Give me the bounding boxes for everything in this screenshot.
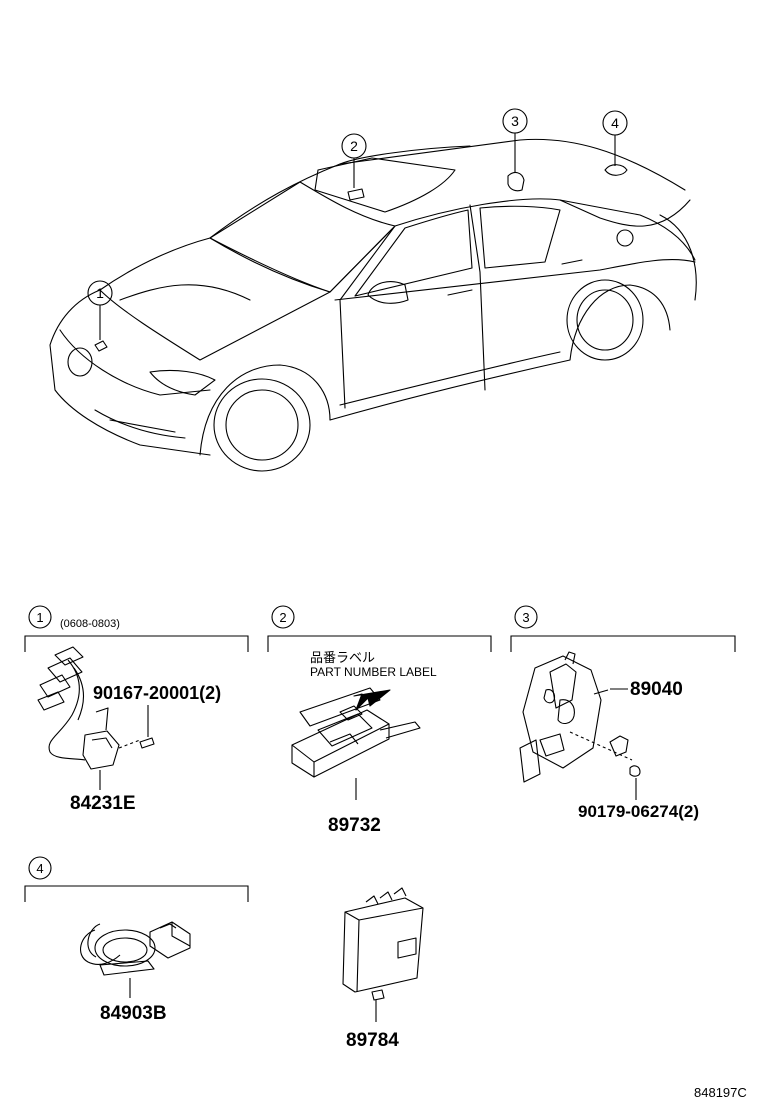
section-1-index: 1 xyxy=(36,610,43,625)
section-brackets xyxy=(24,605,736,902)
part-84231e-illustration xyxy=(37,646,155,790)
car-overview-illustration xyxy=(49,138,697,472)
part-number-84903b: 84903B xyxy=(100,1003,167,1024)
callout-2-label: 2 xyxy=(350,138,358,154)
part-number-89040: 89040 xyxy=(630,679,683,700)
callout-1-label: 1 xyxy=(96,285,104,301)
part-89784-illustration xyxy=(342,887,424,1022)
part-number-90167-20001: 90167-20001(2) xyxy=(93,683,222,703)
part-84903b-illustration xyxy=(79,921,191,998)
section-4-index: 4 xyxy=(36,861,43,876)
callout-3-label: 3 xyxy=(511,113,519,129)
part-number-84231e: 84231E xyxy=(70,793,136,814)
part-number-89732: 89732 xyxy=(328,815,381,836)
part-number-label-en: PART NUMBER LABEL xyxy=(310,665,437,679)
callout-4-label: 4 xyxy=(611,115,619,131)
part-number-89784: 89784 xyxy=(346,1030,399,1051)
part-89040-illustration xyxy=(519,651,641,800)
part-number-90179-06274: 90179-06274(2) xyxy=(578,802,699,821)
section-1-note: (0608-0803) xyxy=(60,618,120,630)
part-number-label-jp: 品番ラベル xyxy=(310,650,376,665)
drawing-id: 848197C xyxy=(694,1085,747,1100)
section-2-index: 2 xyxy=(279,610,286,625)
overview-callouts xyxy=(87,108,628,340)
section-3-index: 3 xyxy=(522,610,529,625)
part-89732-illustration xyxy=(291,687,421,800)
